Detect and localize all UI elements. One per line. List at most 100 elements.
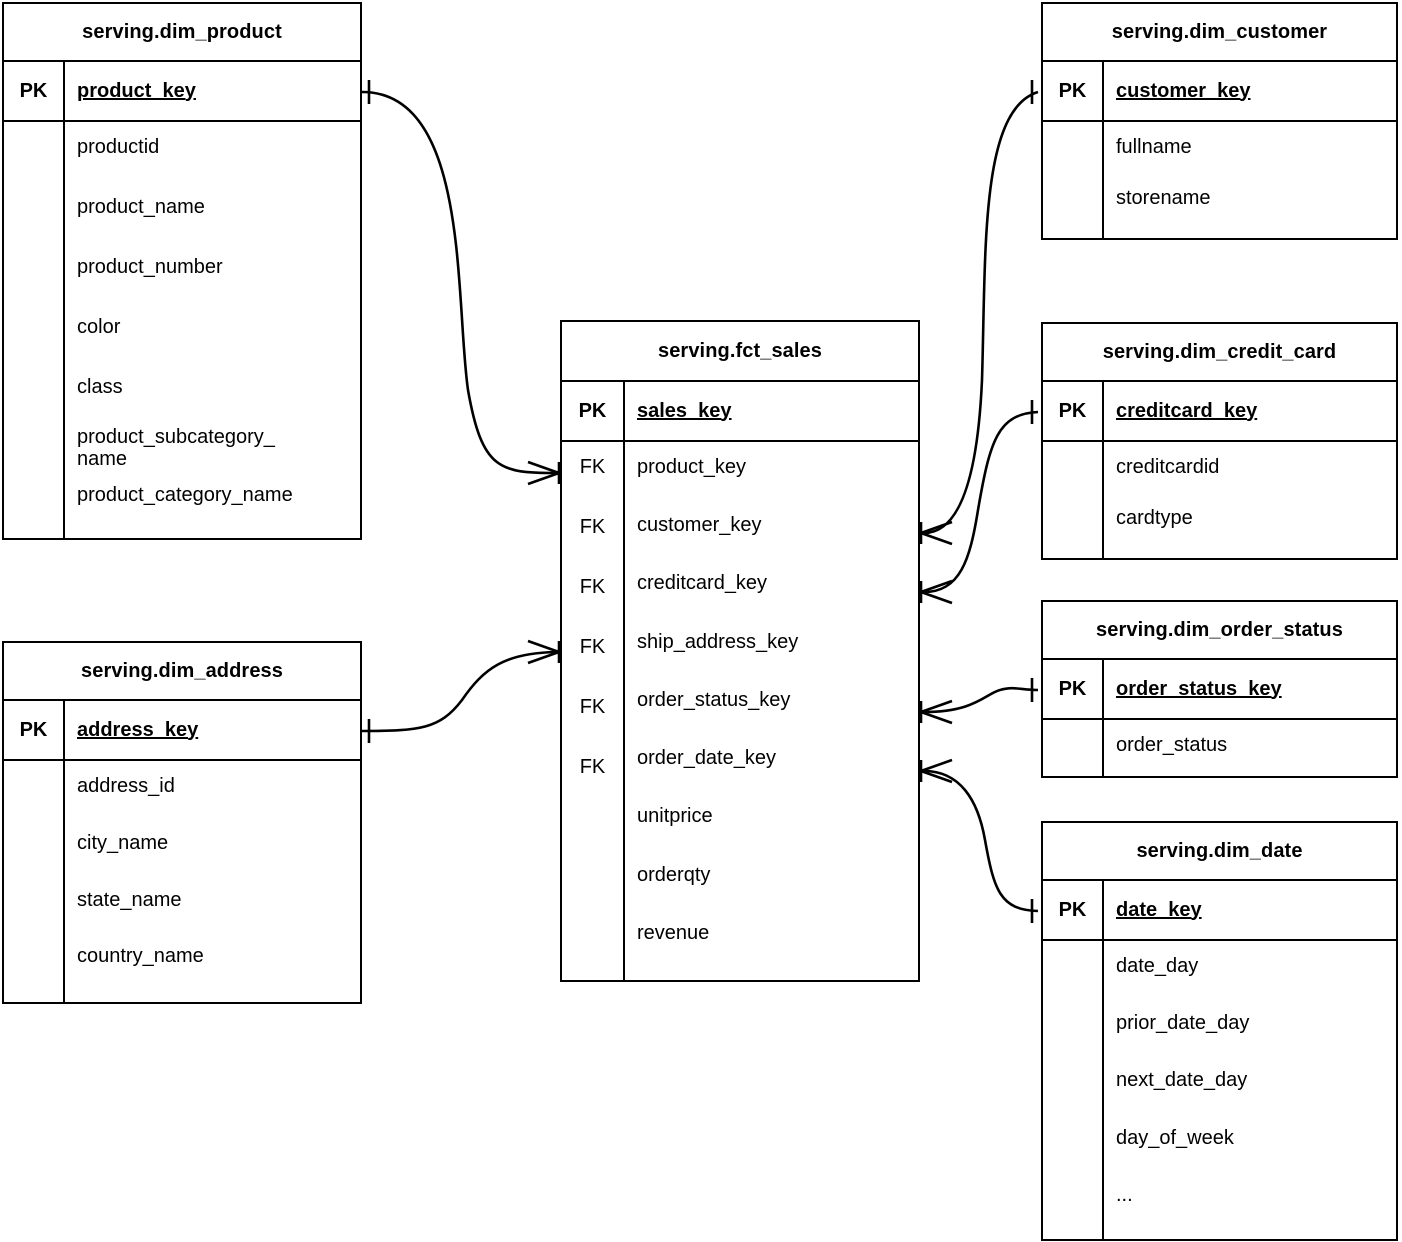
attr-dim-credit-card-0: creditcardid [1116, 456, 1220, 478]
entity-dim-date[interactable]: serving.dim_date PK date_key date_day pr… [1041, 821, 1398, 1241]
attr-list-dim-address: address_id city_name state_name country_… [63, 761, 360, 1002]
attr-keycol-dim-credit-card [1043, 442, 1102, 558]
pk-field-dim-date: date_key [1102, 881, 1396, 939]
fk-field-fct-sales-1: customer_key [637, 514, 762, 537]
attr-dim-address-2: state_name [77, 888, 182, 911]
entity-dim-order-status[interactable]: serving.dim_order_status PK order_status… [1041, 600, 1398, 778]
crowsfoot-product [527, 460, 561, 486]
attr-keycol-dim-product [4, 122, 63, 538]
pk-row-dim-address[interactable]: PK address_key [4, 701, 360, 761]
entity-title-dim-date: serving.dim_date [1043, 823, 1396, 881]
attributes-dim-address: address_id city_name state_name country_… [4, 761, 360, 1002]
pk-field-dim-customer: customer_key [1102, 62, 1396, 120]
attr-keycol-dim-order-status [1043, 720, 1102, 776]
pk-row-fct-sales[interactable]: PK sales_key [562, 382, 918, 442]
fk-label-fct-sales-3: FK [579, 636, 606, 658]
entity-title-dim-address: serving.dim_address [4, 643, 360, 701]
fk-label-fct-sales-2: FK [579, 576, 606, 598]
entity-title-dim-credit-card: serving.dim_credit_card [1043, 324, 1396, 382]
fk-label-fct-sales-5: FK [579, 756, 606, 778]
attr-dim-date-1: prior_date_day [1116, 1012, 1250, 1035]
entity-dim-credit-card[interactable]: serving.dim_credit_card PK creditcard_ke… [1041, 322, 1398, 560]
attr-dim-date-3: day_of_week [1116, 1126, 1234, 1149]
attributes-dim-customer: fullname storename [1043, 122, 1396, 238]
attr-dim-product-1: product_name [77, 196, 205, 218]
measure-fct-sales-1: orderqty [637, 863, 711, 886]
fk-field-fct-sales-2: creditcard_key [637, 572, 768, 595]
attr-dim-credit-card-1: cardtype [1116, 507, 1193, 529]
attr-dim-customer-1: storename [1116, 187, 1211, 209]
fk-field-fct-sales-3: ship_address_key [637, 630, 799, 653]
relationship-creditcard [923, 410, 1039, 594]
pk-field-dim-product: product_key [63, 62, 360, 120]
attr-dim-customer-0: fullname [1116, 136, 1192, 158]
fk-field-fct-sales-0: product_key [637, 456, 746, 478]
pk-field-fct-sales: sales_key [623, 382, 918, 440]
entity-dim-product[interactable]: serving.dim_product PK product_key produ… [2, 2, 362, 540]
entity-dim-customer[interactable]: serving.dim_customer PK customer_key ful… [1041, 2, 1398, 240]
attr-dim-product-4: class [77, 376, 123, 398]
measure-fct-sales-0: unitprice [637, 805, 713, 828]
fk-label-fct-sales-4: FK [579, 696, 606, 718]
attr-keycol-dim-date [1043, 941, 1102, 1239]
pk-label-dim-order-status: PK [1058, 677, 1087, 700]
entity-fct-sales[interactable]: serving.fct_sales PK sales_key FK FK FK … [560, 320, 920, 982]
crowsfoot-customer [919, 520, 953, 546]
pk-row-dim-product[interactable]: PK product_key [4, 62, 360, 122]
attr-dim-date-2: next_date_day [1116, 1069, 1248, 1092]
pk-label-dim-product: PK [19, 79, 48, 102]
fk-labels-fct-sales: FK FK FK FK FK FK [562, 442, 623, 980]
relationship-address [361, 650, 557, 733]
entity-dim-address[interactable]: serving.dim_address PK address_key addre… [2, 641, 362, 1004]
attributes-dim-date: date_day prior_date_day next_date_day da… [1043, 941, 1396, 1239]
fk-field-fct-sales-4: order_status_key [637, 688, 791, 711]
pk-row-dim-order-status[interactable]: PK order_status_key [1043, 660, 1396, 720]
entity-title-dim-customer: serving.dim_customer [1043, 4, 1396, 62]
attributes-fct-sales: FK FK FK FK FK FK product_key customer_k… [562, 442, 918, 980]
attr-list-dim-date: date_day prior_date_day next_date_day da… [1102, 941, 1396, 1239]
attr-dim-product-2: product_number [77, 256, 223, 278]
relationship-date [923, 769, 1039, 913]
attributes-dim-product: productid product_name product_number co… [4, 122, 360, 538]
attr-dim-address-1: city_name [77, 831, 169, 854]
pk-label-dim-customer: PK [1058, 79, 1087, 102]
pk-field-dim-order-status: order_status_key [1102, 660, 1396, 718]
attr-dim-product-5: product_subcategory_ name [77, 426, 275, 471]
entity-title-fct-sales: serving.fct_sales [562, 322, 918, 382]
attr-list-dim-credit-card: creditcardid cardtype [1102, 442, 1396, 558]
attributes-dim-order-status: order_status [1043, 720, 1396, 776]
fk-label-fct-sales-0: FK [579, 456, 606, 478]
pk-row-dim-customer[interactable]: PK customer_key [1043, 62, 1396, 122]
pk-row-dim-credit-card[interactable]: PK creditcard_key [1043, 382, 1396, 442]
attr-keycol-dim-address [4, 761, 63, 1002]
pk-label-dim-credit-card: PK [1058, 399, 1087, 422]
pk-row-dim-date[interactable]: PK date_key [1043, 881, 1396, 941]
attr-list-fct-sales: product_key customer_key creditcard_key … [623, 442, 918, 980]
attr-list-dim-product: productid product_name product_number co… [63, 122, 360, 538]
crowsfoot-date [919, 758, 953, 784]
attr-dim-product-3: color [77, 316, 121, 338]
attr-dim-address-3: country_name [77, 945, 204, 968]
measure-fct-sales-2: revenue [637, 921, 710, 944]
attr-dim-address-0: address_id [77, 775, 175, 797]
fk-label-fct-sales-1: FK [579, 516, 606, 538]
pk-label-dim-address: PK [19, 718, 48, 741]
crowsfoot-creditcard [919, 579, 953, 605]
attr-dim-product-0: productid [77, 136, 160, 158]
attr-dim-order-status-0: order_status [1116, 734, 1228, 756]
relationship-customer [923, 90, 1039, 535]
entity-title-dim-order-status: serving.dim_order_status [1043, 602, 1396, 660]
attr-list-dim-order-status: order_status [1102, 720, 1396, 776]
attr-dim-date-0: date_day [1116, 955, 1199, 977]
attributes-dim-credit-card: creditcardid cardtype [1043, 442, 1396, 558]
pk-label-fct-sales: PK [578, 399, 607, 422]
attr-list-dim-customer: fullname storename [1102, 122, 1396, 238]
crowsfoot-address [527, 639, 561, 665]
fk-field-fct-sales-5: order_date_key [637, 747, 776, 770]
entity-title-dim-product: serving.dim_product [4, 4, 360, 62]
attr-dim-product-6: product_category_name [77, 484, 293, 506]
crowsfoot-orderstatus [919, 699, 953, 725]
attr-dim-date-4: ... [1116, 1183, 1133, 1206]
relationship-product [361, 90, 557, 475]
